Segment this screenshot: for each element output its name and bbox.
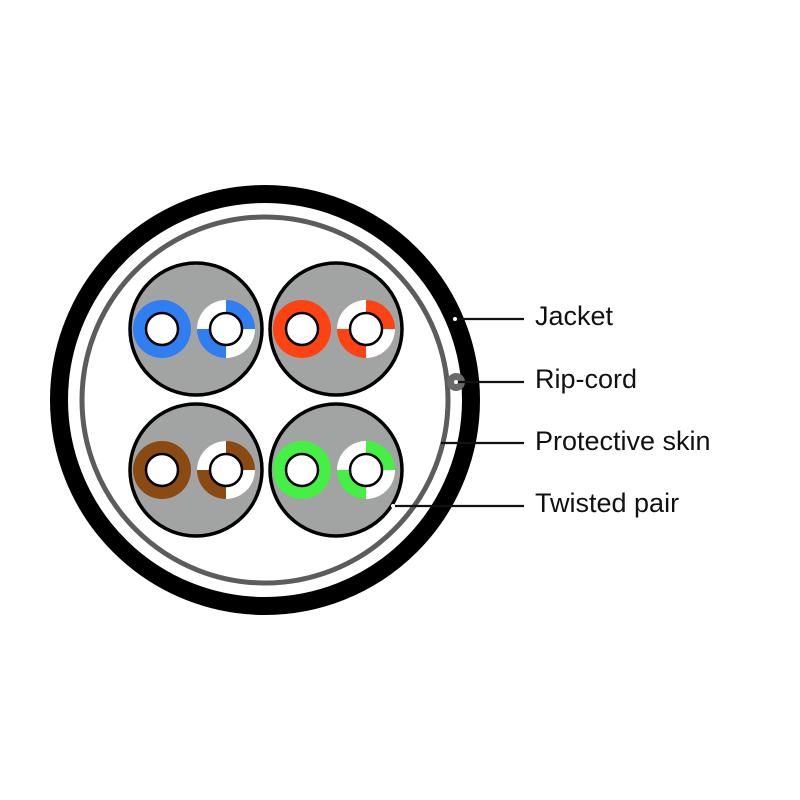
copper-conductor (348, 311, 384, 347)
protective-skin (79, 214, 451, 586)
jacket (50, 185, 480, 615)
twisted-pair-brown (128, 402, 264, 538)
copper-conductor (208, 452, 244, 488)
twisted-pair-pointer-dot (391, 504, 395, 508)
pair-sheath (268, 261, 404, 397)
copper-conductor (284, 452, 320, 488)
jacket-pointer-dot (453, 317, 457, 321)
twisted-pair-green (268, 402, 404, 538)
twisted-pair-orange (268, 261, 404, 397)
label-twisted-pair: Twisted pair (535, 488, 680, 518)
pair-sheath (128, 402, 264, 538)
copper-conductor (144, 452, 180, 488)
copper-conductor (144, 311, 180, 347)
twisted-pair-blue (128, 261, 264, 397)
label-protective-skin: Protective skin (535, 426, 711, 456)
leader-lines (393, 317, 524, 508)
pair-sheath (268, 402, 404, 538)
pair-sheath (128, 261, 264, 397)
label-jacket: Jacket (535, 301, 614, 331)
copper-conductor (348, 452, 384, 488)
copper-conductor (208, 311, 244, 347)
copper-conductor (284, 311, 320, 347)
rip-cord-pointer-dot (454, 380, 458, 384)
label-rip-cord: Rip-cord (535, 364, 638, 394)
